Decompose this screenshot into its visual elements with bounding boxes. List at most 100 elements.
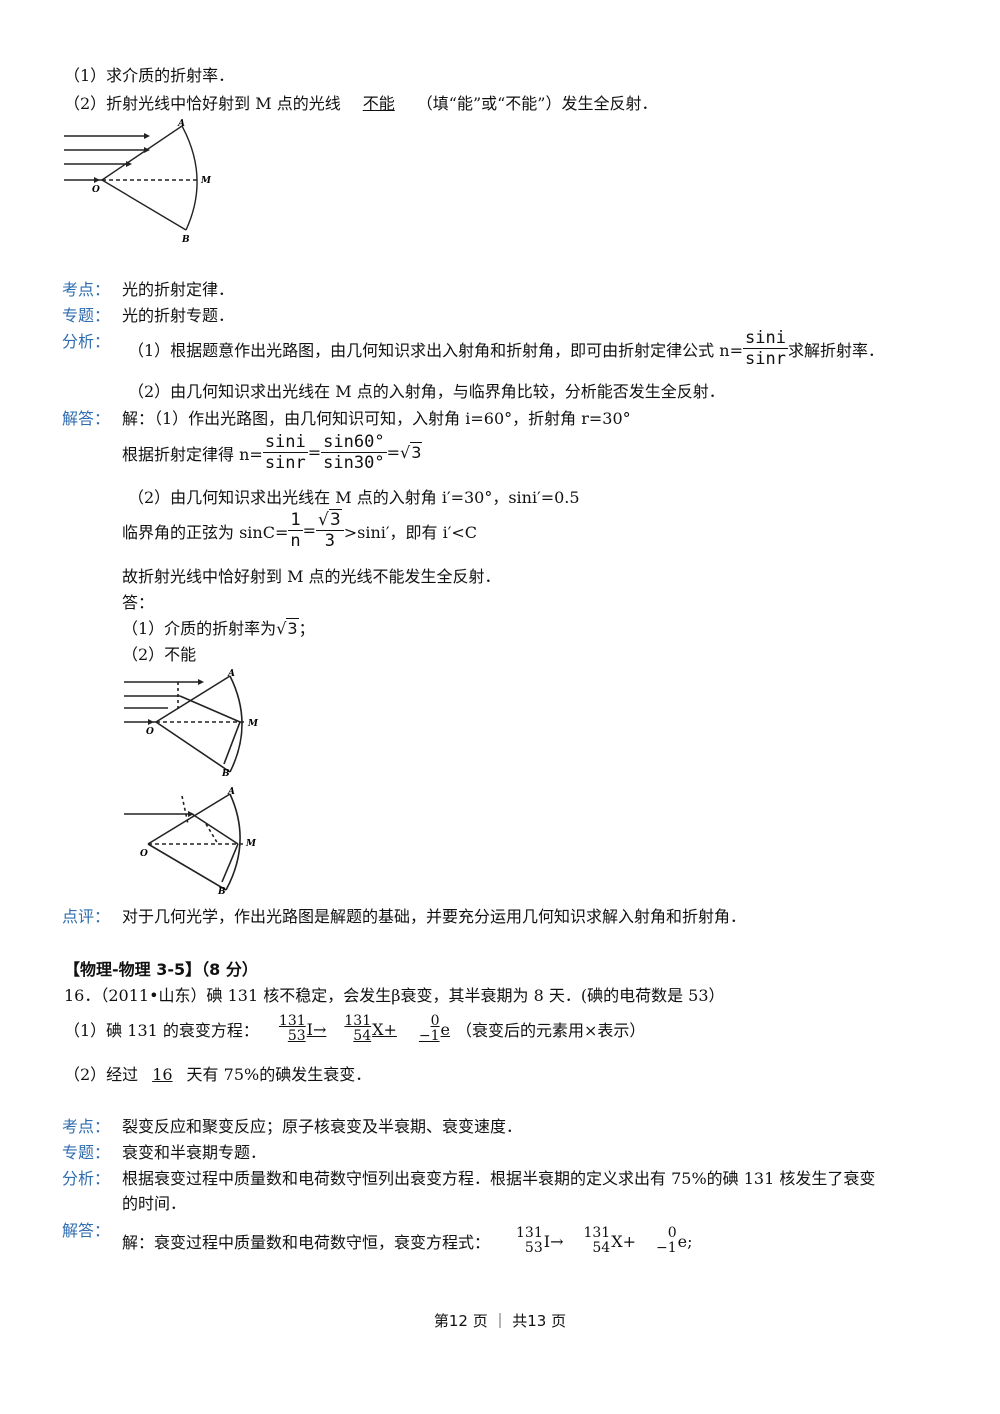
frac2-den: sin30° — [323, 453, 385, 473]
q16-part1-suffix: （衰变后的元素用×表示） — [456, 1021, 646, 1040]
jieda-2-eq: = — [307, 443, 322, 462]
jieda-line-1: 解：（1）作出光路图，由几何知识可知，入射角 i=60°，折射角 r=30° — [122, 409, 631, 428]
sqrt-radicand-b: 3 — [328, 509, 342, 530]
label-M-3: M — [245, 839, 257, 849]
kaodian16-label: 考点： — [62, 1117, 111, 1136]
q16-part2-answer: 16 — [152, 1065, 173, 1084]
jieda-4-suffix: >sini′，即有 i′<C — [343, 522, 477, 542]
label-M-1: M — [200, 176, 212, 186]
frac2-num: sin60° — [321, 432, 387, 453]
q16-stem: 16．（2011•山东）碘 131 核不稳定，会发生β衰变，其半衰期为 8 天．… — [64, 986, 725, 1005]
fenxi-1-suffix: 求解折射率． — [787, 340, 884, 360]
frac1-num: sini — [262, 432, 308, 453]
sqrt-3-a: √3 — [400, 442, 423, 462]
answer-1-prefix: （1）介质的折射率为 — [122, 619, 277, 638]
q16-part1-prefix: （1）碘 131 的衰变方程： — [64, 1021, 259, 1040]
e-mass: 0 — [430, 1013, 440, 1029]
x-symbol-2: X+ — [611, 1231, 637, 1251]
jieda16-label: 解答： — [62, 1221, 111, 1240]
frac3-num: 1 — [288, 510, 303, 531]
iodine-mass-2: 131 — [516, 1225, 543, 1241]
q15-part2-answer: 不能 — [362, 94, 395, 113]
iodine-symbol-2: I→ — [543, 1231, 564, 1251]
kaodian-text: 光的折射定律． — [122, 280, 235, 299]
jieda-2-prefix: 根据折射定律得 n= — [122, 444, 263, 464]
e-mass-2: 0 — [667, 1225, 677, 1241]
fenxi16-line-2: 的时间． — [122, 1194, 187, 1213]
q15-part2-suffix: （填“能”或“不能”）发生全反射． — [416, 94, 658, 113]
zhuanti-text: 光的折射专题． — [122, 306, 235, 325]
x-z: 54 — [353, 1028, 372, 1044]
label-B-2: B — [221, 769, 230, 779]
label-B-1: B — [181, 235, 190, 245]
label-O-3: O — [140, 849, 148, 859]
x-mass-2: 131 — [583, 1225, 611, 1241]
prism-figure-2: A O M B — [124, 669, 259, 779]
q16-part2-prefix: （2）经过 — [64, 1065, 139, 1084]
iodine-symbol: I→ — [306, 1019, 327, 1039]
jieda-label: 解答： — [62, 409, 111, 428]
label-O-2: O — [146, 727, 154, 737]
frac3-den: n — [290, 531, 301, 551]
q15-part2: （2）折射光线中恰好射到 M 点的光线不能（填“能”或“不能”）发生全反射． — [64, 90, 658, 114]
frac4-num: √3 — [316, 509, 344, 531]
kaodian16-text: 裂变反应和聚变反应；原子核衰变及半衰期、衰变速度． — [122, 1117, 523, 1136]
section-header: 【物理-物理 3-5】（8 分） — [64, 960, 258, 979]
e-symbol: e — [440, 1019, 451, 1039]
iodine-z: 53 — [287, 1028, 306, 1044]
label-O-1: O — [92, 185, 100, 195]
label-A-3: A — [227, 787, 235, 797]
fenxi16-label: 分析： — [62, 1169, 111, 1188]
jieda-2-eq2: = — [386, 443, 400, 462]
sqrt-radicand: 3 — [410, 442, 423, 462]
prism-figure-3: A O M B — [124, 787, 257, 896]
jieda-4-prefix: 临界角的正弦为 sinC= — [122, 522, 289, 542]
jieda-line-5: 故折射光线中恰好射到 M 点的光线不能发生全反射． — [122, 567, 501, 586]
jieda16-suffix: ; — [687, 1231, 693, 1251]
sqrt-sign: √ — [400, 443, 411, 462]
sqrt-sign-c: √ — [276, 619, 287, 638]
zhuanti16-text: 衰变和半衰期专题． — [122, 1143, 267, 1162]
x-mass: 131 — [344, 1013, 372, 1029]
fenxi-1-prefix: （1）根据题意作出光路图，由几何知识求出入射角和折射角，即可由折射定律公式 n= — [128, 340, 743, 360]
e-z-2: −1 — [656, 1240, 677, 1256]
fenxi-den: sinr — [744, 349, 786, 369]
jieda-4-eq: = — [302, 521, 317, 540]
label-B-3: B — [217, 887, 226, 896]
sqrt-radicand-c: 3 — [286, 618, 299, 638]
zhuanti16-label: 专题： — [62, 1143, 111, 1162]
answer-1: （1）介质的折射率为√3； — [122, 615, 315, 639]
e-symbol-2: e — [677, 1231, 688, 1251]
x-symbol: X+ — [372, 1019, 397, 1039]
fenxi16-line-1: 根据衰变过程中质量数和电荷数守恒列出衰变方程．根据半衰期的定义求出有 75%的碘… — [122, 1169, 876, 1188]
sqrt-3-c: √3 — [276, 618, 299, 638]
page-footer: 第12 页 ｜ 共13 页 — [433, 1312, 567, 1330]
kaodian-label: 考点： — [62, 280, 111, 299]
frac4-den: 3 — [324, 531, 335, 551]
label-A-2: A — [227, 669, 235, 679]
fenxi-line-2: （2）由几何知识求出光线在 M 点的入射角，与临界角比较，分析能否发生全反射． — [128, 382, 725, 401]
sqrt-sign-b: √ — [318, 510, 329, 530]
iodine-mass: 131 — [278, 1013, 306, 1029]
fenxi-label: 分析： — [62, 332, 111, 351]
dianping-label: 点评： — [62, 907, 111, 926]
q15-part1: （1）求介质的折射率． — [64, 66, 235, 85]
x-z-2: 54 — [592, 1240, 611, 1256]
answer-2: （2）不能 — [122, 645, 197, 664]
